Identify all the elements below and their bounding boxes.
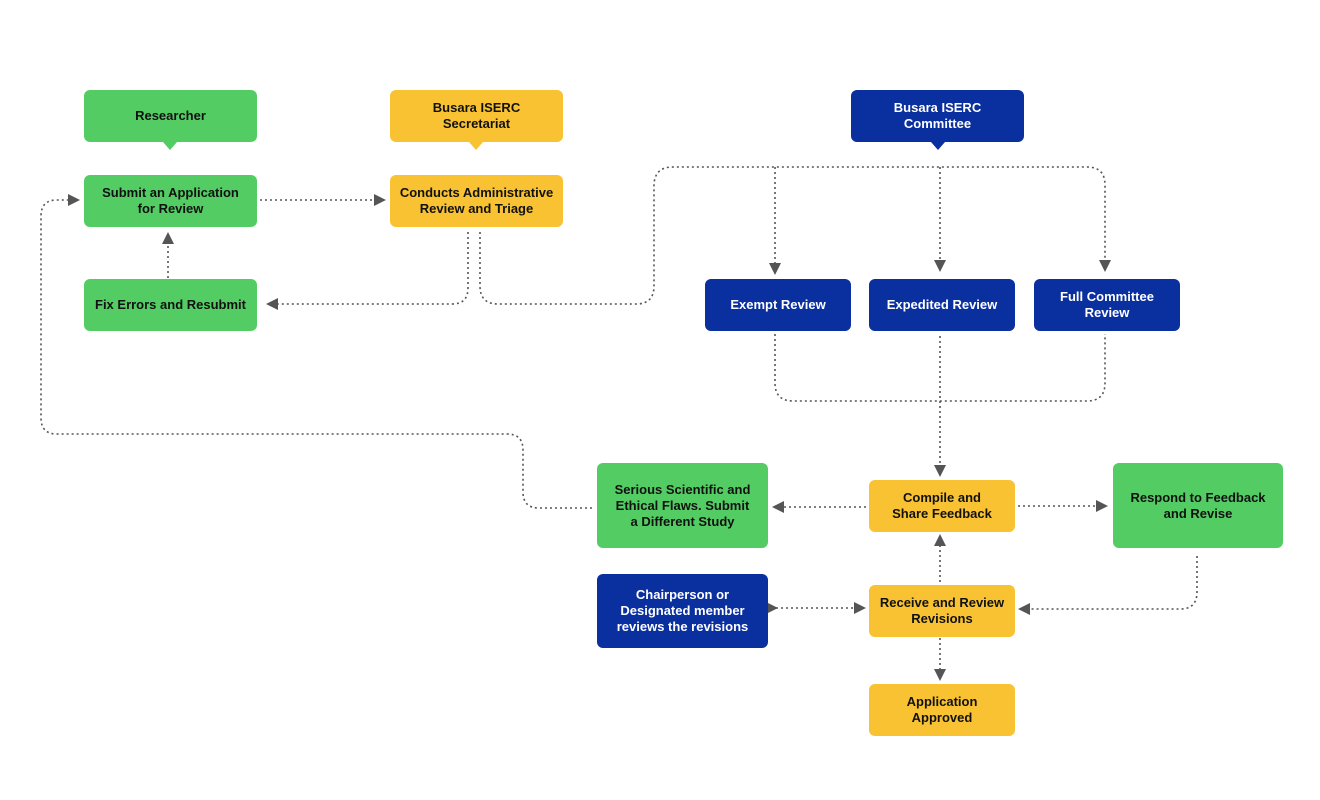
node-submit-application: Submit an Application for Review xyxy=(84,175,257,227)
node-administrative-review: Conducts Administrative Review and Triag… xyxy=(390,175,563,227)
arrow-serious-flaws-to-submit xyxy=(40,194,592,509)
header-researcher-pointer xyxy=(163,142,177,150)
node-full-committee-review: Full Committee Review xyxy=(1034,279,1180,331)
node-serious-flaws: Serious Scientific and Ethical Flaws. Su… xyxy=(597,463,768,548)
header-committee: Busara ISERC Committee xyxy=(851,90,1024,142)
arrow-admin-review-to-committee xyxy=(479,166,1111,305)
node-respond-feedback: Respond to Feedback and Revise xyxy=(1113,463,1283,548)
header-committee-pointer xyxy=(931,142,945,150)
node-chairperson-review: Chairperson or Designated member reviews… xyxy=(597,574,768,648)
header-secretariat: Busara ISERC Secretariat xyxy=(390,90,563,142)
node-fix-errors: Fix Errors and Resubmit xyxy=(84,279,257,331)
arrow-respond-to-receive-revisions xyxy=(1018,556,1198,615)
node-expedited-review: Expedited Review xyxy=(869,279,1015,331)
arrow-admin-review-to-fix-errors xyxy=(266,232,469,310)
header-secretariat-pointer xyxy=(469,142,483,150)
node-compile-feedback: Compile and Share Feedback xyxy=(869,480,1015,532)
node-receive-revisions: Receive and Review Revisions xyxy=(869,585,1015,637)
node-exempt-review: Exempt Review xyxy=(705,279,851,331)
node-application-approved: Application Approved xyxy=(869,684,1015,736)
header-researcher: Researcher xyxy=(84,90,257,142)
